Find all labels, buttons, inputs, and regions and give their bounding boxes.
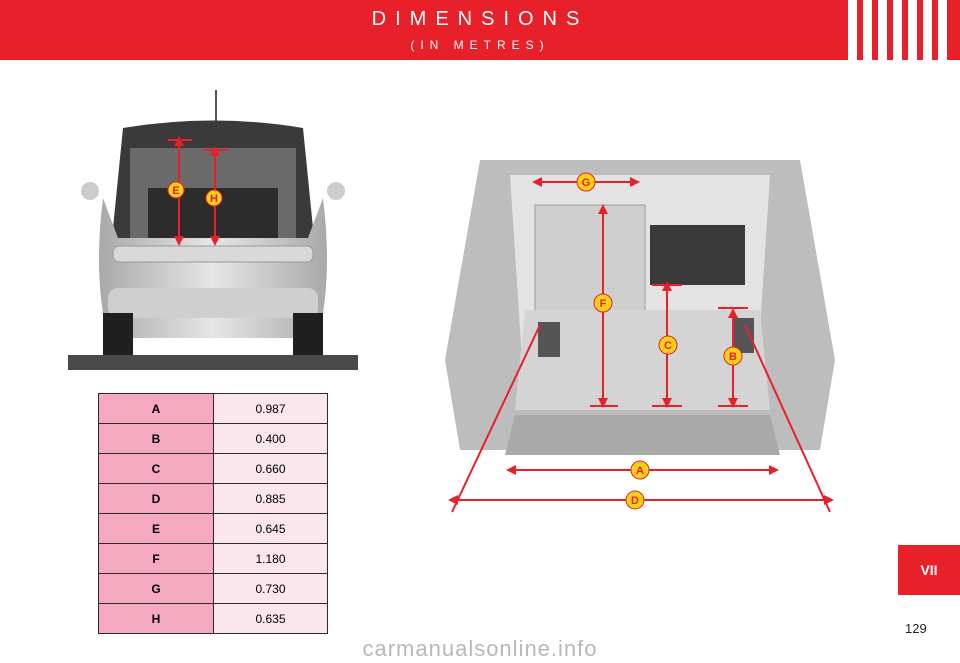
rear-view-illustration: E H — [68, 90, 358, 370]
dimension-key: E — [98, 513, 214, 544]
dimension-value: 0.660 — [213, 453, 328, 484]
marker-A: A — [630, 460, 650, 480]
marker-F: F — [593, 293, 613, 313]
dimension-value: 1.180 — [213, 543, 328, 574]
boot-view-illustration: G F C B A D — [445, 160, 835, 513]
chapter-tab: VII — [898, 545, 960, 595]
marker-E-label: E — [172, 185, 179, 197]
marker-G-label: G — [582, 177, 591, 189]
marker-D: D — [625, 490, 645, 510]
marker-H-label: H — [210, 193, 218, 205]
dimension-value: 0.400 — [213, 423, 328, 454]
marker-C: C — [658, 335, 678, 355]
dimension-value: 0.987 — [213, 393, 328, 424]
header-stripes — [848, 0, 948, 60]
dimension-key: C — [98, 453, 214, 484]
page-subtitle: (IN METRES) — [410, 38, 550, 52]
dimension-key: B — [98, 423, 214, 454]
marker-B-label: B — [729, 351, 737, 363]
watermark: carmanualsonline.info — [362, 636, 598, 661]
marker-A-label: A — [636, 465, 644, 477]
marker-C-label: C — [664, 340, 672, 352]
page-title: DIMENSIONS — [371, 8, 589, 30]
dimension-key: G — [98, 573, 214, 604]
marker-E: E — [167, 181, 185, 199]
marker-G: G — [576, 172, 596, 192]
dimension-key: H — [98, 603, 214, 634]
marker-B: B — [723, 346, 743, 366]
dimension-value: 0.730 — [213, 573, 328, 604]
marker-D-label: D — [631, 495, 639, 507]
dimension-key: F — [98, 543, 214, 574]
marker-H: H — [205, 189, 223, 207]
page-header: DIMENSIONS (IN METRES) — [0, 0, 960, 60]
marker-F-label: F — [600, 298, 607, 310]
dimension-key: D — [98, 483, 214, 514]
dimension-value: 0.635 — [213, 603, 328, 634]
dimension-value: 0.885 — [213, 483, 328, 514]
dimension-key: A — [98, 393, 214, 424]
page-number: 129 — [905, 621, 927, 636]
dimension-value: 0.645 — [213, 513, 328, 544]
